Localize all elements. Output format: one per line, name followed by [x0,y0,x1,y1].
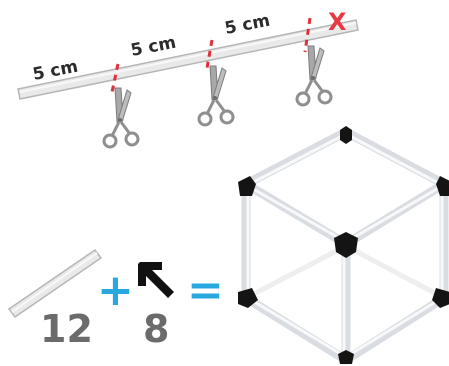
long-straw [17,19,359,100]
equals-sign: = [187,265,224,316]
connector-icon [138,262,174,298]
connector-right-top [436,176,449,196]
short-straw [7,248,103,319]
cut-line-1 [110,63,120,93]
cut-lines [110,17,312,93]
segment-label-2: 5 cm [129,33,178,61]
connector-left-top [238,176,256,196]
connector-center [334,232,358,258]
straw-cube [238,126,449,365]
connector-count: 8 [143,307,169,351]
straw-count: 12 [40,307,93,351]
segment-label-3: 5 cm [223,11,272,39]
connector-bottom [338,350,354,364]
connector-top [340,126,352,144]
plus-sign: + [97,265,134,316]
scissors-icon [197,64,235,127]
cut-line-2 [205,39,214,69]
connector-right-bottom [432,288,449,308]
scissors-icon [295,44,333,107]
discard-x-icon: X [328,8,347,36]
scissors-icon [102,86,140,149]
connector-left-bottom [238,288,258,308]
cut-line-3 [303,17,312,53]
